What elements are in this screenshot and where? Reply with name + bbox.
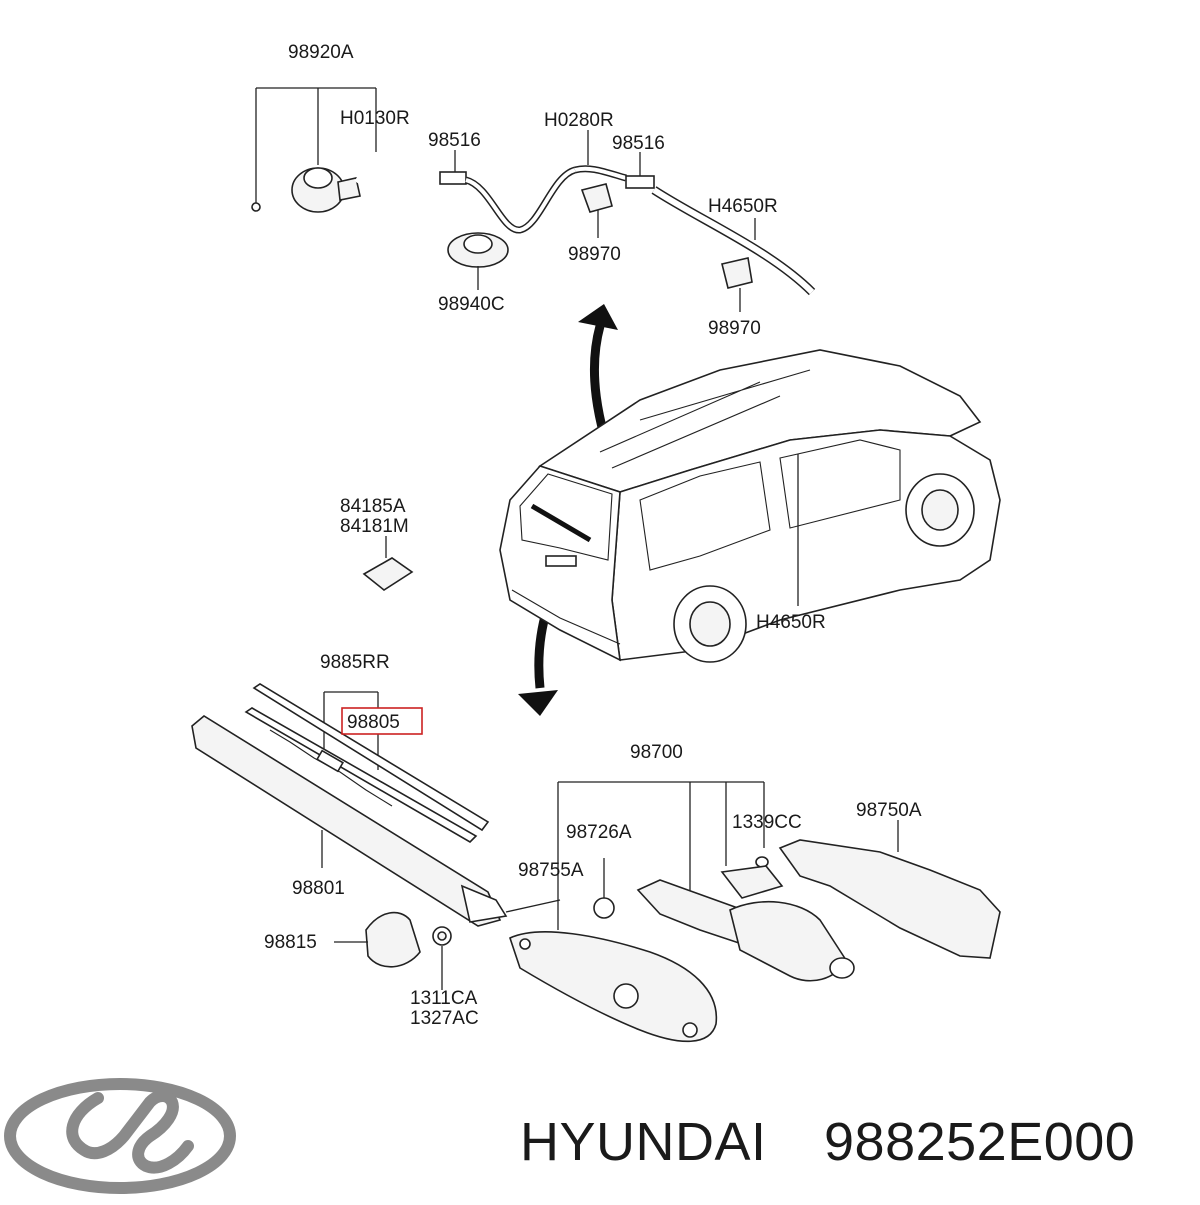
wheel-rear bbox=[673, 585, 747, 663]
label-98970-a: 98970 bbox=[568, 244, 621, 265]
label-98815: 98815 bbox=[264, 932, 317, 953]
hose-connector-part-2 bbox=[625, 175, 655, 189]
label-98920A: 98920A bbox=[288, 42, 354, 63]
footer-part-number: 988252E000 bbox=[824, 1112, 1135, 1172]
hose-clip-part-2 bbox=[721, 257, 753, 312]
hyundai-logo bbox=[4, 1078, 236, 1194]
label-84185A: 84185A bbox=[340, 496, 406, 517]
grommet-part bbox=[447, 232, 509, 290]
highlight-box bbox=[341, 707, 423, 735]
label-H0280R: H0280R bbox=[544, 110, 614, 131]
small-bolt-part bbox=[251, 202, 261, 212]
gasket-part bbox=[362, 536, 414, 591]
label-1311CA: 1311CA bbox=[410, 988, 478, 1009]
wiper-motor-assembly bbox=[509, 781, 855, 1043]
label-98726A: 98726A bbox=[566, 822, 632, 843]
wiper-cap-part bbox=[334, 911, 421, 968]
label-84181M: 84181M bbox=[340, 516, 409, 537]
footer-brand: HYUNDAI bbox=[520, 1112, 767, 1172]
label-H4650R-top: H4650R bbox=[708, 196, 778, 217]
part-labels: 98920A H0130R 98516 H0280R 98516 H4650R … bbox=[264, 42, 922, 1029]
label-1339CC: 1339CC bbox=[732, 812, 802, 833]
label-98750A: 98750A bbox=[856, 800, 922, 821]
hose-connector-part bbox=[439, 171, 467, 185]
hose-clip-part bbox=[580, 183, 613, 238]
wheel-front bbox=[905, 473, 975, 547]
arrow-up-icon bbox=[578, 304, 618, 330]
label-H4650R-car: H4650R bbox=[756, 612, 826, 633]
label-98805: 98805 bbox=[347, 712, 400, 733]
motor-cover-part bbox=[778, 820, 1001, 959]
label-98801: 98801 bbox=[292, 878, 345, 899]
label-98940C: 98940C bbox=[438, 294, 505, 315]
washer-assembly bbox=[251, 87, 816, 312]
arrow-down-icon bbox=[518, 690, 558, 716]
nut-part bbox=[432, 926, 452, 990]
label-98970-b: 98970 bbox=[708, 318, 761, 339]
label-98700: 98700 bbox=[630, 742, 683, 763]
label-98516-a: 98516 bbox=[428, 130, 481, 151]
washer-nozzle-part bbox=[291, 167, 361, 213]
label-98516-b: 98516 bbox=[612, 133, 665, 154]
label-H0130R: H0130R bbox=[340, 108, 410, 129]
label-1327AC: 1327AC bbox=[410, 1008, 479, 1029]
label-98755A: 98755A bbox=[518, 860, 584, 881]
label-9885RR: 9885RR bbox=[320, 652, 390, 673]
wiper-blade-assembly bbox=[244, 683, 490, 844]
wiper-arm-part bbox=[191, 715, 561, 927]
vehicle-illustration bbox=[499, 349, 1001, 663]
